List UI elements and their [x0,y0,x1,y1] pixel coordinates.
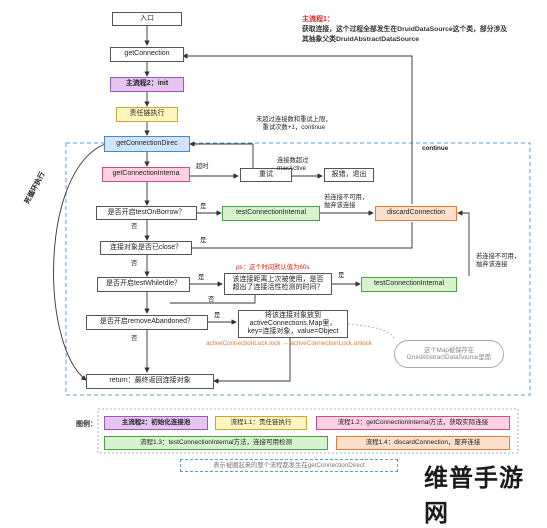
legend-title: 图例： [76,421,97,428]
retry-node: 重试 [240,168,292,182]
lock-label: activeConnectionLock.lock → activeConnec… [206,340,372,347]
legend-frame [97,408,519,454]
yes-label-borrow: 是 [200,203,207,210]
yes-label-idle: 是 [198,274,205,281]
get-connection-internal-node: getConnectionInterna [102,167,190,182]
legend-item-internal: 流程1.2：getConnectionInternal方法，获取实际连接 [316,416,510,430]
test-on-borrow-node: 是否开启testOnBorrow？ [96,206,197,220]
timeout-label: 超时 [196,163,209,170]
yes-label-check: 是 [338,272,345,279]
test-while-idle-node: 是否开启testWhileIdle？ [97,277,190,292]
loop-region [65,142,531,396]
header-note-title: 主流程1： [302,16,334,23]
error-exit-node: 报错，退出 [324,168,374,182]
continue-label: continue [422,145,449,152]
legend-item-init: 主流程2：初始化连接池 [104,416,208,430]
no-label-closed: 否 [131,260,138,267]
idle-default-label: ps：这个时间默认值为60s [236,264,310,271]
test-connection-internal-2-node: testConnectionInternal [361,277,457,292]
is-closed-node: 连接对象是否已close？ [100,241,192,255]
yes-label-closed: 是 [200,237,207,244]
test-fail-label: 若连接不可用， 抛弃该连接 [324,194,369,209]
retry-limit-label: 未超过连接数和重试上限， 重试次数+1，continue [256,116,332,131]
legend-item-test: 流程1.3：testConnectionInternal方法，连接可用检测 [104,436,328,450]
filter-chain-node: 责任链执行 [116,107,178,122]
legend-item-discard: 流程1.4：discardConnection，废弃连接 [336,436,510,450]
return-node: return：最终返回连接对象 [86,374,214,389]
put-active-node: 将该连接对象放到 activeConnections.Map里， key=连接对… [238,310,348,338]
no-label-check: 否 [208,296,215,303]
header-note-line2: 其抽象父类DruidAbstractDataSource [302,36,420,43]
site-watermark: 维普手游网 [424,464,524,527]
max-active-label: 连接数超过 maxActive [277,157,309,172]
remove-abandoned-node: 是否开启removeAbandoned？ [86,315,208,330]
legend-item-filter: 流程1.1：责任链执行 [215,416,307,430]
init-node: 主流程2：init [110,77,184,92]
test-connection-internal-1-node: testConnectionInternal [222,206,320,221]
legend-loop-note: 表示被圈起来的整个流程都发生在getConnectionDirect [180,459,398,472]
get-connection-node: getConnection [110,47,184,62]
map-note-link [347,323,396,341]
no-label-borrow: 否 [131,223,138,230]
flow-connectors [53,25,531,454]
header-note-line1: 获取连接，这个过程全部发生在DruidDataSource这个类，部分涉及 [302,26,508,33]
idle-check-node: 该连接距离上次被使用，是否 超出了连接活性检测的时间？ [224,273,332,295]
entry-node: 入口 [112,12,182,26]
no-label-abandoned: 否 [131,335,138,342]
test-fail-label-2: 若连接不可用， 抛弃该连接 [476,253,521,268]
yes-label-abandoned: 是 [214,312,221,319]
map-note-node: 这个Map被保存在 DruidAbstractDataSource里面 [394,340,504,368]
discard-connection-node: discardConnection [375,206,457,221]
get-connection-direct-node: getConnectionDirec [104,136,190,152]
